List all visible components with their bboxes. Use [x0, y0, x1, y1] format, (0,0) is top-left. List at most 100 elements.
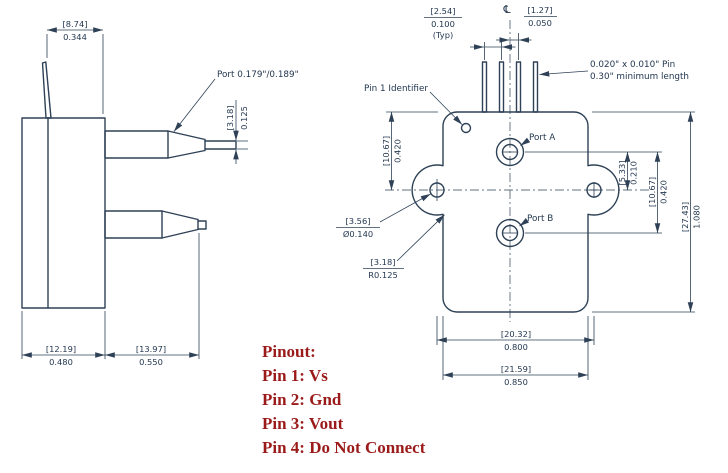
side-view: [8.74] 0.344 [3.18] 0.125 [12.19] 0.480 …: [21, 19, 299, 367]
dim-pin-cl-offset: ℄ [1.27] 0.050: [496, 3, 557, 60]
port-tube: [204, 140, 237, 150]
dim-pin-pitch: [2.54] 0.100 (Typ): [424, 6, 516, 60]
dim-mm: [10.67]: [381, 136, 391, 166]
dim-mm: [10.67]: [647, 177, 657, 207]
leader-line: [519, 217, 530, 227]
center-mark: [586, 182, 602, 198]
pinout-pin1: Pin 1: Vs: [262, 366, 328, 385]
leader-line: [396, 214, 445, 262]
dim-in: 0.550: [139, 357, 163, 367]
leader-line: [379, 193, 431, 223]
dim-in: 0.420: [659, 180, 669, 204]
port-taper: [161, 210, 199, 239]
dim-typ: (Typ): [433, 30, 453, 40]
dim-in: 0.050: [528, 18, 552, 28]
extension-lines: [442, 316, 589, 380]
pin-4: [532, 61, 539, 113]
dim-mm: [8.74]: [63, 19, 88, 29]
dim-pin-offset: [8.74] 0.344: [46, 19, 104, 114]
port-inner-circle: [501, 143, 519, 161]
port-b-label: Port B: [527, 214, 553, 224]
port-size-label: Port 0.179"/0.189": [217, 70, 299, 80]
pinout-legend: Pinout: Pin 1: Vs Pin 2: Gnd Pin 3: Vout…: [262, 342, 426, 457]
dim-in: 0.344: [63, 32, 87, 42]
mounting-hole-right: [586, 182, 602, 198]
port-a-label: Port A: [529, 133, 555, 143]
right-extension-lines: [525, 111, 695, 313]
pin-note-line2: 0.30" minimum length: [590, 72, 689, 82]
side-port-top: [104, 130, 237, 159]
dim-in: 0.480: [49, 357, 73, 367]
front-view: [2.54] 0.100 (Typ) ℄ [1.27] 0.050 0.020"…: [336, 3, 702, 387]
dim-mm: [5.33]: [617, 161, 627, 186]
dim-top-to-holes: [10.67] 0.420: [381, 111, 438, 191]
leader-line: [520, 137, 531, 146]
dim-mm: [12.19]: [46, 344, 76, 354]
port-outer-circle: [495, 137, 525, 167]
port-base: [104, 210, 163, 239]
pin1-identifier-dot: [460, 122, 472, 134]
port-taper: [167, 130, 206, 159]
pin-3: [515, 61, 522, 113]
dim-in: 0.100: [431, 19, 455, 29]
dim-porta-to-portb: [10.67] 0.420: [647, 151, 669, 234]
extension-lines: [21, 311, 106, 359]
pinout-pin4: Pin 4: Do Not Connect: [262, 438, 426, 457]
dim-mm: [1.27]: [528, 5, 553, 15]
dim-hole-diameter: [3.56] Ø0.140: [336, 193, 431, 239]
dim-mm: [3.56]: [346, 216, 371, 226]
port-b: [495, 218, 525, 248]
dim-mm: [20.32]: [501, 329, 531, 339]
dim-porta-to-holes: [5.33] 0.210: [617, 151, 639, 191]
extension-lines: [237, 140, 248, 150]
dim-ear-radius: [3.18] R0.125: [363, 214, 445, 280]
dim-mm: [13.97]: [136, 344, 166, 354]
dim-in: R0.125: [368, 270, 398, 280]
pin-2: [498, 61, 505, 113]
side-port-bottom: [104, 210, 207, 239]
port-tube: [197, 220, 207, 230]
dim-in: 1.080: [692, 205, 702, 229]
pinout-pin2: Pin 2: Gnd: [262, 390, 342, 409]
pin-note-line1: 0.020" x 0.010" Pin: [590, 60, 675, 70]
pin1-identifier-label: Pin 1 Identifier: [364, 84, 428, 94]
mounting-hole-left: [429, 179, 445, 201]
dim-mm: [3.18]: [225, 106, 235, 131]
port-outer-circle: [495, 218, 525, 248]
leader-line: [539, 70, 589, 77]
port-a: [495, 137, 525, 167]
dim-in: 0.800: [504, 342, 528, 352]
dim-in: 0.210: [629, 161, 639, 185]
port-base: [104, 130, 169, 159]
dim-in: 0.850: [504, 377, 528, 387]
dim-mm: [3.18]: [371, 257, 396, 267]
dim-port-length: [13.97] 0.550: [104, 233, 200, 367]
dim-in: 0.125: [239, 106, 249, 130]
dim-body-width: [12.19] 0.480: [21, 311, 106, 367]
dim-overall-height: [27.43] 1.080: [680, 111, 702, 313]
side-body: [21, 117, 106, 309]
leader-line: [173, 78, 216, 132]
pinout-pin3: Pin 3: Vout: [262, 414, 344, 433]
dim-mm: [27.43]: [680, 202, 690, 232]
dim-overall-width: [21.59] 0.850: [442, 316, 589, 387]
dim-tube-od: [3.18] 0.125: [225, 100, 249, 164]
pin1-identifier-callout: Pin 1 Identifier: [364, 84, 463, 125]
side-pin: [41, 61, 52, 119]
dim-mm: [2.54]: [431, 6, 456, 16]
extension-lines: [484, 42, 502, 60]
port-inner-circle: [501, 224, 519, 242]
pin-size-note: 0.020" x 0.010" Pin 0.30" minimum length: [539, 60, 689, 82]
dim-hole-span: [20.32] 0.800: [436, 316, 595, 352]
front-body-outline: [411, 111, 620, 313]
pin-1: [481, 61, 488, 113]
dim-in: 0.420: [393, 139, 403, 163]
pin-row: [481, 61, 539, 113]
dim-mm: [21.59]: [501, 364, 531, 374]
extension-lines: [46, 34, 104, 114]
leader-line: [429, 91, 463, 125]
pinout-title: Pinout:: [262, 342, 316, 361]
port-b-callout: Port B: [519, 214, 553, 227]
port-size-callout: Port 0.179"/0.189": [173, 70, 299, 132]
